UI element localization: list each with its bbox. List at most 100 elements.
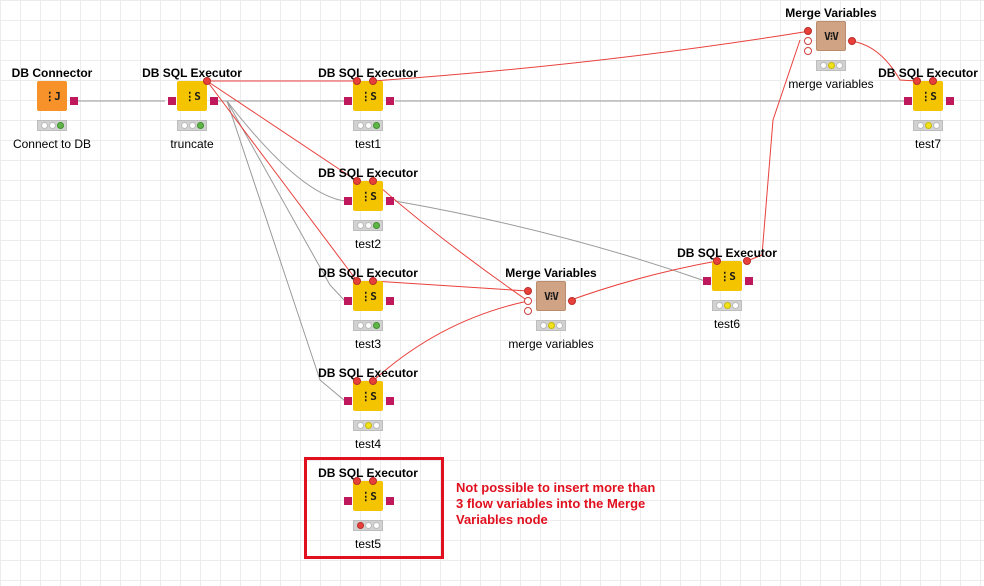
- node-sql-executor-test1[interactable]: DB SQL Executor ⋮S test1: [303, 66, 433, 186]
- db-output-port[interactable]: [386, 197, 394, 205]
- node-sql-executor-test7[interactable]: DB SQL Executor ⋮S test7: [863, 66, 984, 186]
- node-label[interactable]: merge variables: [788, 77, 874, 91]
- flow-variable-input-port-empty[interactable]: [804, 37, 812, 45]
- node-title: DB SQL Executor: [318, 66, 418, 80]
- sql-executor-icon[interactable]: ⋮S: [913, 81, 943, 111]
- node-title: DB SQL Executor: [677, 246, 777, 260]
- flow-variable-output-port[interactable]: [369, 277, 377, 285]
- node-label[interactable]: test7: [914, 137, 941, 151]
- db-output-port[interactable]: [946, 97, 954, 105]
- node-label[interactable]: test6: [713, 317, 740, 331]
- db-input-port[interactable]: [703, 277, 711, 285]
- status-traffic-light: [353, 520, 383, 531]
- node-sql-executor-test4[interactable]: DB SQL Executor ⋮S test4: [303, 366, 433, 486]
- node-title: Merge Variables: [785, 6, 877, 20]
- sql-executor-icon[interactable]: ⋮S: [712, 261, 742, 291]
- flow-variable-output-port[interactable]: [568, 297, 576, 305]
- status-dot: [40, 122, 48, 129]
- flow-variable-input-port-empty[interactable]: [524, 297, 532, 305]
- flow-variable-output-port[interactable]: [743, 257, 751, 265]
- node-sql-executor-test5[interactable]: DB SQL Executor ⋮S test5: [303, 466, 433, 586]
- db-output-port[interactable]: [745, 277, 753, 285]
- flow-variable-output-port[interactable]: [369, 377, 377, 385]
- flow-variable-input-port[interactable]: [353, 477, 361, 485]
- db-connector-icon[interactable]: ⋮J: [37, 81, 67, 111]
- node-label[interactable]: truncate: [170, 137, 214, 151]
- flow-variable-input-port[interactable]: [353, 177, 361, 185]
- status-dot: [356, 122, 364, 129]
- status-traffic-light: [353, 320, 383, 331]
- node-merge-variables-1[interactable]: Merge Variables V⁝V merge variables: [486, 266, 616, 386]
- node-sql-executor-test6[interactable]: DB SQL Executor ⋮S test6: [662, 246, 792, 366]
- db-output-port[interactable]: [70, 97, 78, 105]
- node-label[interactable]: test4: [354, 437, 381, 451]
- flow-variable-input-port[interactable]: [713, 257, 721, 265]
- status-dot: [916, 122, 924, 129]
- merge-variables-icon[interactable]: V⁝V: [816, 21, 846, 51]
- node-title: Merge Variables: [505, 266, 597, 280]
- annotation-text[interactable]: Not possible to insert more than 3 flow …: [456, 480, 656, 527]
- status-traffic-light: [536, 320, 566, 331]
- status-dot: [731, 302, 739, 309]
- db-input-port[interactable]: [344, 297, 352, 305]
- sql-executor-icon[interactable]: ⋮S: [353, 381, 383, 411]
- flow-variable-output-port[interactable]: [369, 177, 377, 185]
- flow-variable-output-port[interactable]: [929, 77, 937, 85]
- db-output-port[interactable]: [386, 397, 394, 405]
- flow-variable-input-port[interactable]: [353, 77, 361, 85]
- status-dot-red: [356, 522, 364, 529]
- sql-executor-icon[interactable]: ⋮S: [353, 81, 383, 111]
- db-input-port[interactable]: [168, 97, 176, 105]
- node-label[interactable]: test1: [354, 137, 381, 151]
- sql-executor-icon[interactable]: ⋮S: [353, 481, 383, 511]
- db-input-port[interactable]: [344, 397, 352, 405]
- status-dot-green: [372, 322, 380, 329]
- node-label[interactable]: Connect to DB: [12, 137, 92, 151]
- sql-executor-icon[interactable]: ⋮S: [177, 81, 207, 111]
- db-output-port[interactable]: [386, 97, 394, 105]
- status-dot: [180, 122, 188, 129]
- status-traffic-light: [816, 60, 846, 71]
- status-dot: [819, 62, 827, 69]
- node-title: DB Connector: [11, 66, 93, 80]
- node-merge-variables-2[interactable]: Merge Variables V⁝V merge variables: [766, 6, 896, 126]
- db-input-port[interactable]: [904, 97, 912, 105]
- merge-variables-icon[interactable]: V⁝V: [536, 281, 566, 311]
- node-label[interactable]: test2: [354, 237, 381, 251]
- db-connection: [226, 100, 346, 302]
- node-sql-executor-truncate[interactable]: DB SQL Executor ⋮S truncate: [127, 66, 257, 186]
- node-db-connector[interactable]: DB Connector ⋮J Connect to DB: [0, 66, 117, 186]
- sql-executor-icon[interactable]: ⋮S: [353, 181, 383, 211]
- flow-variable-output-port[interactable]: [848, 37, 856, 45]
- status-dot-yellow: [924, 122, 932, 129]
- flow-variable-input-port-empty[interactable]: [804, 47, 812, 55]
- status-dot: [835, 62, 843, 69]
- status-traffic-light: [353, 120, 383, 131]
- flow-variable-input-port[interactable]: [353, 377, 361, 385]
- db-input-port[interactable]: [344, 497, 352, 505]
- flow-variable-input-port-empty[interactable]: [524, 307, 532, 315]
- node-label[interactable]: test5: [354, 537, 381, 551]
- flow-variable-output-port[interactable]: [369, 77, 377, 85]
- flow-variable-output-port[interactable]: [369, 477, 377, 485]
- flow-variable-input-port[interactable]: [524, 287, 532, 295]
- status-dot: [539, 322, 547, 329]
- db-output-port[interactable]: [386, 297, 394, 305]
- node-sql-executor-test2[interactable]: DB SQL Executor ⋮S test2: [303, 166, 433, 286]
- db-input-port[interactable]: [344, 197, 352, 205]
- db-input-port[interactable]: [344, 97, 352, 105]
- flow-variable-input-port[interactable]: [913, 77, 921, 85]
- flow-variable-input-port[interactable]: [804, 27, 812, 35]
- status-dot-yellow: [827, 62, 835, 69]
- node-label[interactable]: merge variables: [508, 337, 594, 351]
- flow-variable-input-port[interactable]: [353, 277, 361, 285]
- node-label[interactable]: test3: [354, 337, 381, 351]
- db-output-port[interactable]: [210, 97, 218, 105]
- sql-executor-icon[interactable]: ⋮S: [353, 281, 383, 311]
- flow-variable-output-port[interactable]: [203, 77, 211, 85]
- flow-variable-connection: [567, 260, 718, 302]
- status-dot: [372, 422, 380, 429]
- db-output-port[interactable]: [386, 497, 394, 505]
- status-traffic-light: [913, 120, 943, 131]
- node-sql-executor-test3[interactable]: DB SQL Executor ⋮S test3: [303, 266, 433, 386]
